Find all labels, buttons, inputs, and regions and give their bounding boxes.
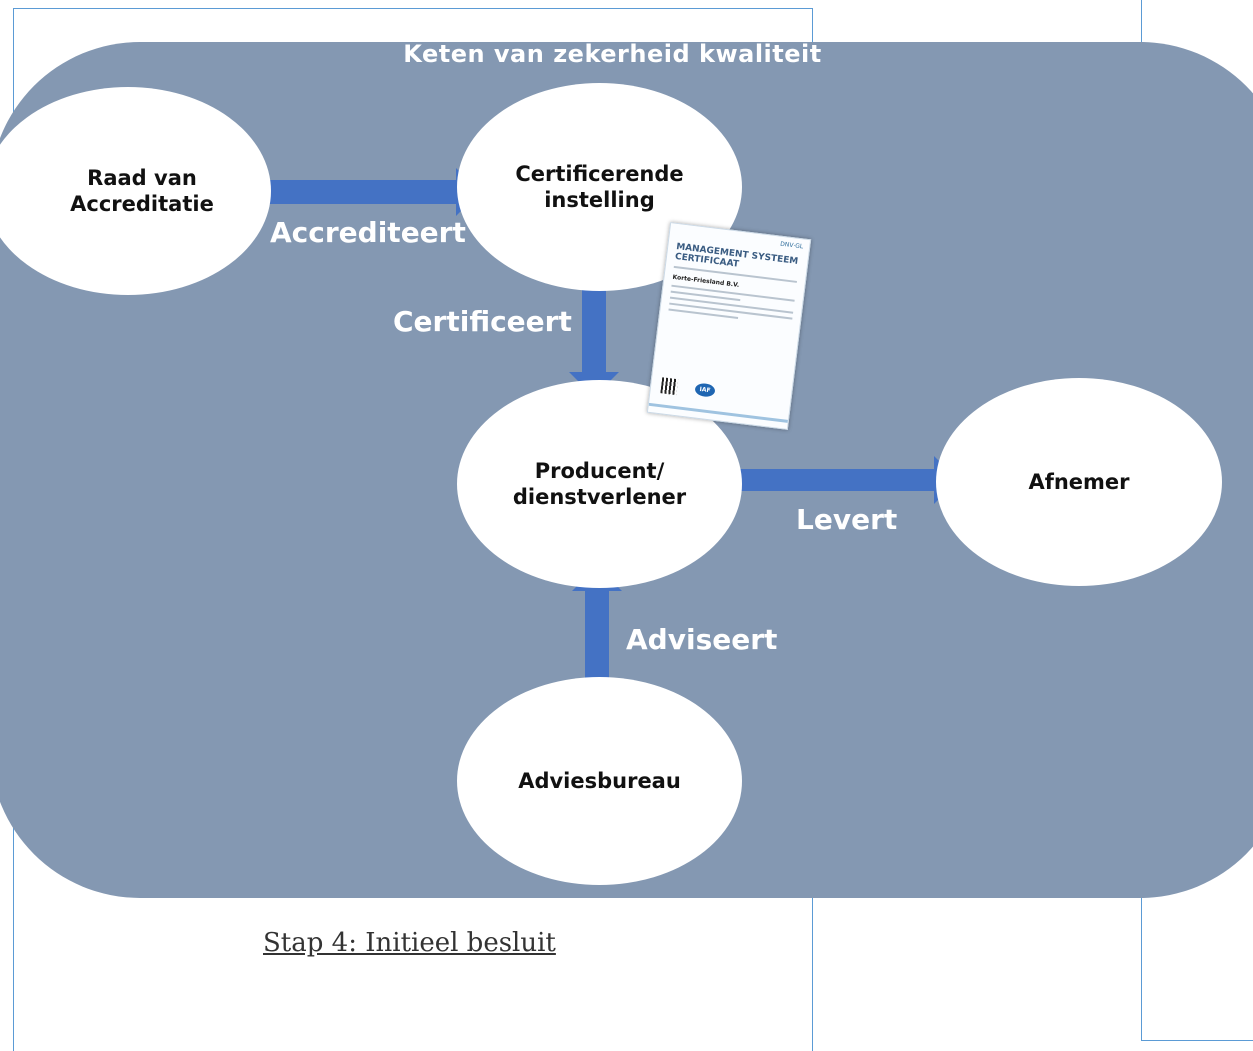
node-producent-label: Producent/ dienstverlener [512,459,687,509]
edge-label-certificeert: Certificeert [393,305,572,338]
node-raad-label: Raad van Accreditatie [70,166,214,216]
qr-code-icon [660,377,679,396]
arrow-certificeert [569,275,619,397]
node-adviesbureau: Adviesbureau [457,677,742,885]
node-afnemer-label: Afnemer [1028,470,1130,494]
iaf-badge-icon: IAF [694,382,716,398]
frame-top-line [13,8,813,9]
edge-label-accrediteert: Accrediteert [270,216,466,249]
frame-bottom-right-line [1141,1040,1253,1041]
node-certificerende-label: Certificerende instelling [515,162,684,212]
node-adviesbureau-label: Adviesbureau [518,769,681,793]
arrow-adviseert [572,566,622,688]
arrow-accrediteert [250,168,480,216]
edge-label-levert: Levert [796,503,898,536]
arrow-levert [732,456,958,504]
diagram-title: Keten van zekerheid kwaliteit [403,40,822,68]
node-afnemer: Afnemer [936,378,1222,586]
edge-label-adviseert: Adviseert [626,623,778,656]
certificate-image: DNV·GL MANAGEMENT SYSTEEM CERTIFICAAT Ko… [646,222,812,430]
node-raad-van-accreditatie: Raad van Accreditatie [0,87,271,295]
step-caption: Stap 4: Initieel besluit [263,928,556,958]
